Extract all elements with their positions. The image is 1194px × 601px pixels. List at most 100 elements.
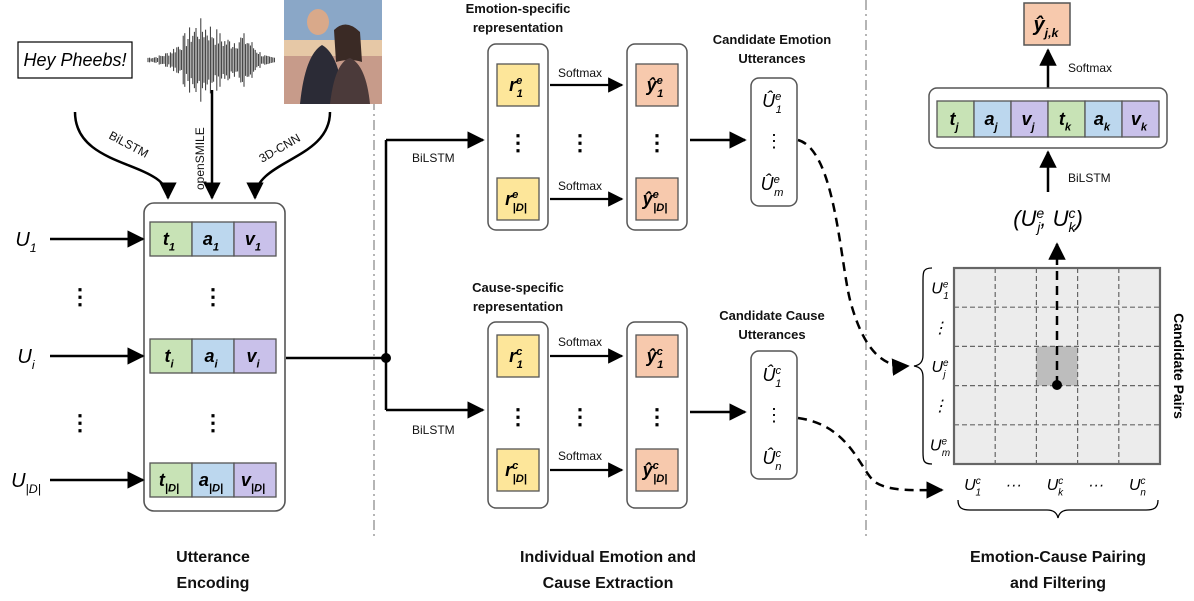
pair-feature-cell-label: vj xyxy=(1021,109,1035,133)
pair-feature-cell xyxy=(936,100,975,138)
softmax-label: Softmax xyxy=(558,449,602,463)
input-text-box: Hey Pheebs! xyxy=(17,41,133,79)
branch-connector xyxy=(286,140,388,410)
y-cell xyxy=(635,334,679,378)
emotion-header-line1: Emotion-specific xyxy=(466,1,571,16)
input-text-sample: Hey Pheebs! xyxy=(23,50,126,70)
grid-row-label: ⋮ xyxy=(932,320,948,337)
feature-cell xyxy=(149,221,193,257)
section-title-pairing-line1: Emotion-Cause Pairing xyxy=(970,549,1146,566)
y-cell xyxy=(635,448,679,492)
dashed-arrow-cause-to-grid xyxy=(797,416,944,499)
cause-header-line2: representation xyxy=(473,299,563,314)
emotion-header-line2: representation xyxy=(473,20,563,35)
cause-bilstm-label: BiLSTM xyxy=(412,423,455,437)
encoder-label-3dcnn: 3D-CNN xyxy=(257,131,303,166)
feature-cell xyxy=(233,462,277,498)
encoder-label-opensmile: openSMILE xyxy=(193,127,207,190)
feature-cell-label: vi xyxy=(246,346,260,370)
section-title-encoding-line2: Encoding xyxy=(177,575,250,592)
cause-candidates-ellipsis: ⋮ xyxy=(765,405,783,425)
r-cell xyxy=(496,334,540,378)
pair-bilstm-label: BiLSTM xyxy=(1068,171,1111,185)
grid-row-label: ⋮ xyxy=(932,398,948,415)
emotion-candidates-title-line1: Candidate Emotion xyxy=(713,32,832,47)
pair-feature-cell-label: aj xyxy=(984,109,998,133)
arrow-text-encoder xyxy=(73,111,177,200)
pair-feature-cell-label: tk xyxy=(1059,109,1072,133)
feature-cell xyxy=(191,221,235,257)
emotion-ellipsis: ⋮ xyxy=(569,130,591,155)
y-cell xyxy=(635,63,679,107)
feature-cell-label: t|D| xyxy=(159,470,179,494)
cause-ellipsis: ⋮ xyxy=(507,404,529,429)
r-cell xyxy=(496,63,540,107)
feature-cell-label: v1 xyxy=(245,229,261,253)
feature-cell-label: t1 xyxy=(163,229,175,253)
emotion-ellipsis: ⋮ xyxy=(507,130,529,155)
pair-feature-cell-label: vk xyxy=(1131,109,1148,133)
feature-cell-label: ti xyxy=(164,346,174,370)
section-title-extraction-line2: Cause Extraction xyxy=(543,575,674,592)
utterance-label: U|D| xyxy=(11,470,41,496)
utterance-label-ellipsis: ⋮ xyxy=(69,284,91,309)
r-cell-label: re|D| xyxy=(505,189,527,214)
pair-feature-cell xyxy=(1084,100,1123,138)
cause-ellipsis: ⋮ xyxy=(646,404,668,429)
utterance-label-ellipsis: ⋮ xyxy=(69,410,91,435)
utterance-vertical-ellipsis: ⋮ xyxy=(202,410,224,435)
section-title-encoding-line1: Utterance xyxy=(176,549,250,566)
arrow-video-encoder xyxy=(246,111,332,200)
dashed-arrow-emotion-to-grid xyxy=(797,138,910,376)
feature-cell-label: a1 xyxy=(203,229,219,253)
emotion-candidates-box xyxy=(750,77,798,207)
y-cell-label: ŷc|D| xyxy=(642,460,668,485)
grid-col-label: ··· xyxy=(1006,477,1022,494)
feature-cell-label: ai xyxy=(204,346,218,370)
r-cell xyxy=(496,448,540,492)
emotion-candidates-ellipsis: ⋮ xyxy=(765,131,783,151)
utterance-vertical-ellipsis: ⋮ xyxy=(202,284,224,309)
row-brace xyxy=(913,267,933,465)
pair-output-box xyxy=(1023,2,1071,46)
pair-feature-cell-label: tj xyxy=(949,109,959,133)
emotion-bilstm-label: BiLSTM xyxy=(412,151,455,165)
selected-pair-dot xyxy=(1052,380,1062,390)
softmax-label: Softmax xyxy=(558,335,602,349)
feature-cell xyxy=(233,221,277,257)
cause-header-line1: Cause-specific xyxy=(472,280,564,295)
encoder-label-bilstm: BiLSTM xyxy=(107,128,151,160)
pair-output-label: ŷj,k xyxy=(1033,14,1060,40)
feature-cell-label: a|D| xyxy=(199,470,223,494)
candidate-pairs-side-label: Candidate Pairs xyxy=(1171,313,1187,419)
r-cell xyxy=(496,177,540,221)
feature-cell-label: v|D| xyxy=(241,470,265,494)
pair-feature-cell xyxy=(1010,100,1049,138)
utterance-label: Ui xyxy=(17,346,35,372)
emotion-ellipsis: ⋮ xyxy=(646,130,668,155)
cause-ellipsis: ⋮ xyxy=(569,404,591,429)
feature-cell xyxy=(233,338,277,374)
pair-feature-cell xyxy=(1121,100,1160,138)
softmax-label: Softmax xyxy=(558,66,602,80)
emotion-candidates-title-line2: Utterances xyxy=(738,51,805,66)
branch-junction xyxy=(381,353,391,363)
audio-waveform-icon xyxy=(147,18,275,102)
col-brace xyxy=(957,499,1159,519)
section-title-extraction-line1: Individual Emotion and xyxy=(520,549,696,566)
